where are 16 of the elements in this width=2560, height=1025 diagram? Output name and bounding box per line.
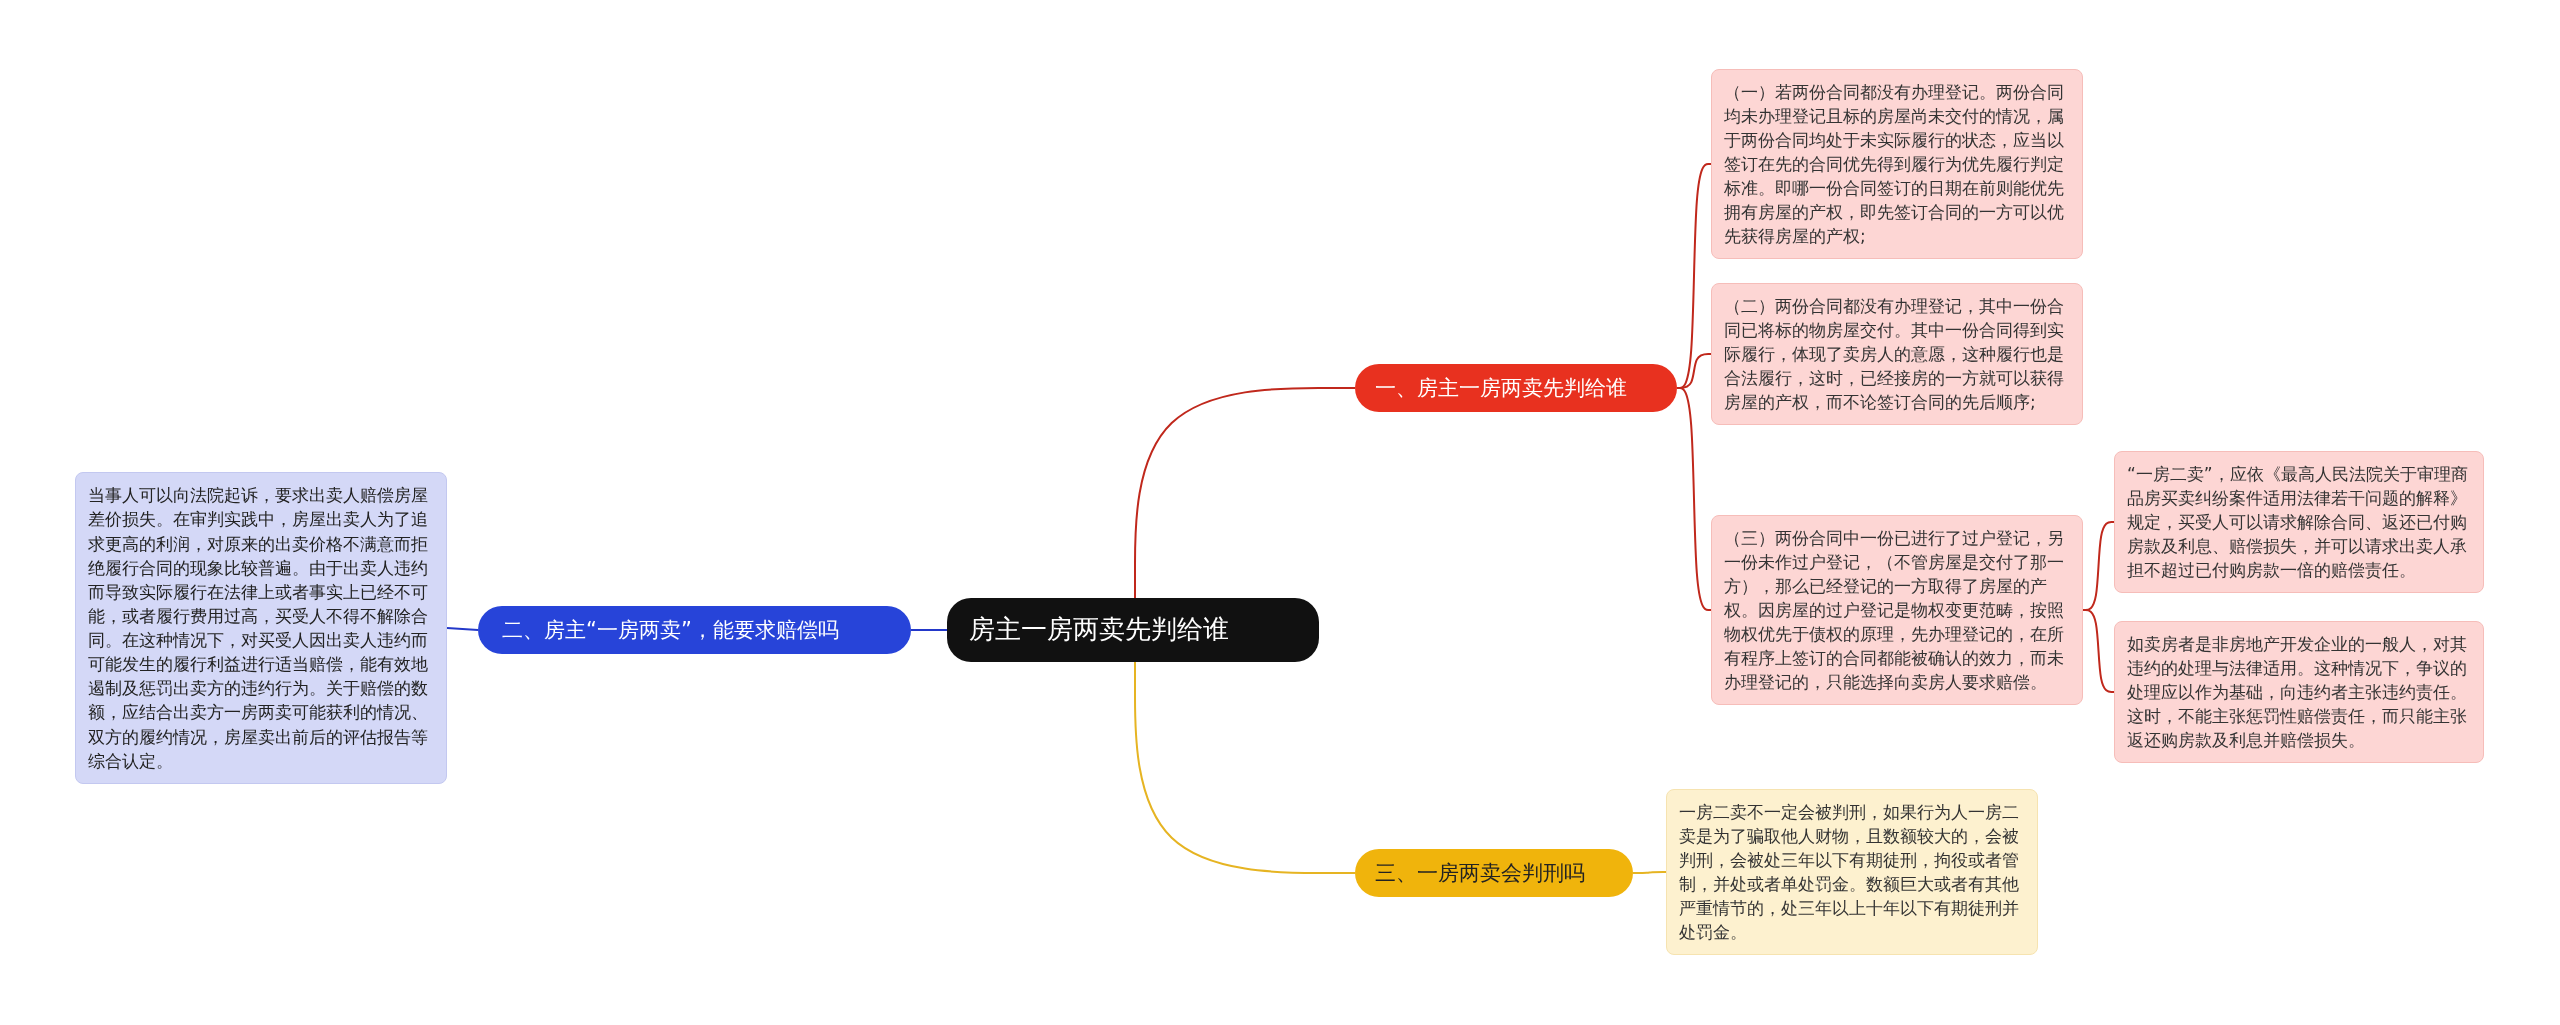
note-card: （一）若两份合同都没有办理登记。两份合同均未办理登记且标的房屋尚未交付的情况，属于两份合同均处于未实际履行的状态，应当以签订在先的合同优先得到履行为优先履行判定标准。即哪一份合同签订的日期在前则能优先拥有房屋的产权，即先签订合同的一方可以优先获得房屋的产权; [1711, 68, 2083, 260]
note-card: 如卖房者是非房地产开发企业的一般人，对其违约的处理与法律适用。这种情况下，争议的处理应以作为基础，向违约者主张违约责任。这时，不能主张惩罚性赔偿责任，而只能主张返还购房款及利息并赔偿损失。 [2114, 620, 2484, 764]
central-topic: 房主一房两卖先判给谁 [947, 598, 1319, 662]
connector-line [910, 629, 948, 631]
note-card: 当事人可以向法院起诉，要求出卖人赔偿房屋差价损失。在审判实践中，房屋出卖人为了追求更高的利润，对原来的出卖价格不满意而拒绝履行合同的现象比较普遍。由于出卖人违约而导致实际履行在法律上或者事实上已经不可能，或者履行费用过高，买受人不得不解除合同。在这种情况下，对买受人因出卖人违约而可能发生的履行利益进行适当赔偿，能有效地遏制及惩罚出卖方的违约行为。关于赔偿的数额，应结合出卖方一房两卖可能获利的情况、双方的履约情况，房屋卖出前后的评估报告等综合认定。 [75, 472, 447, 784]
branch-topic: 三、一房两卖会判刑吗 [1355, 848, 1633, 898]
note-card: “一房二卖”，应依《最高人民法院关于审理商品房买卖纠纷案件适用法律若干问题的解释》规定，买受人可以请求解除合同、返还已付购房款及利息、赔偿损失，并可以请求出卖人承担不超过已付购房款一倍的赔偿责任。 [2114, 450, 2484, 594]
note-card: （三）两份合同中一份已进行了过户登记，另一份未作过户登记，（不管房屋是交付了那一方），那么已经登记的一方取得了房屋的产权。因房屋的过户登记是物权变更范畴，按照物权优先于债权的原理，先办理登记的，在所有程序上签订的合同都能被确认的效力，而未办理登记的，只能选择向卖房人要求赔偿。 [1711, 514, 2083, 706]
branch-topic: 一、房主一房两卖先判给谁 [1355, 363, 1677, 413]
note-card: （二）两份合同都没有办理登记，其中一份合同已将标的物房屋交付。其中一份合同得到实际履行，体现了卖房人的意愿，这种履行也是合法履行，这时，已经接房的一方就可以获得房屋的产权，而不论签订合同的先后顺序; [1711, 282, 2083, 426]
note-card: 一房二卖不一定会被判刑，如果行为人一房二卖是为了骗取他人财物，且数额较大的，会被判刑，会被处三年以下有期徒刑，拘役或者管制，并处或者单处罚金。数额巨大或者有其他严重情节的，处三年以上十年以下有期徒刑并处罚金。 [1666, 788, 2038, 956]
connector-line [1134, 387, 1356, 600]
connector-line [1134, 660, 1356, 874]
connector-line [1632, 871, 1667, 874]
branch-topic: 二、房主“一房两卖”，能要求赔偿吗 [478, 605, 911, 655]
connector-line [446, 627, 479, 631]
